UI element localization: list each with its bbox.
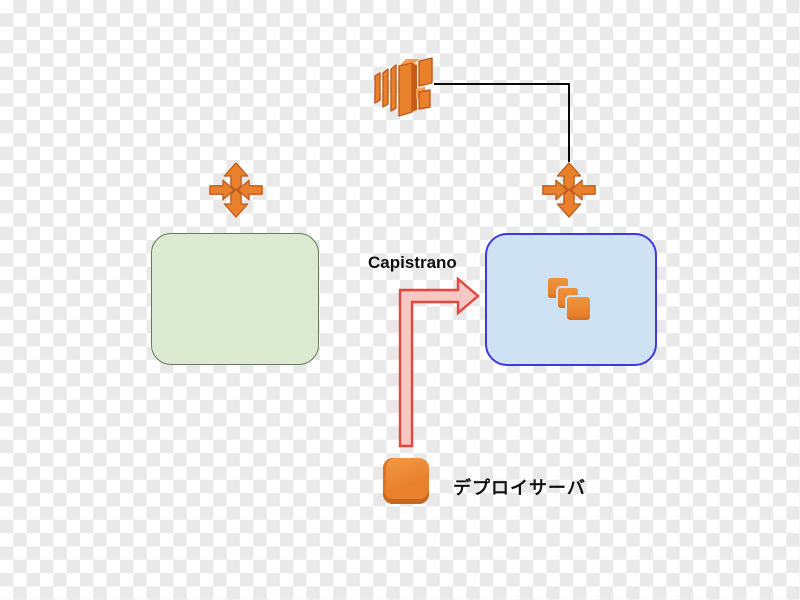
auto-scaling-right-icon — [542, 162, 596, 218]
lb-to-autoscaling-line — [434, 83, 570, 162]
load-balancer-icon — [374, 57, 433, 117]
capistrano-deploy-arrow — [398, 276, 480, 448]
auto-scaling-left-icon — [209, 162, 263, 218]
deploy-server-label: デプロイサーバ — [453, 478, 586, 498]
deploy-server-icon — [383, 458, 429, 504]
green-group-box — [151, 233, 319, 365]
ec2-instances-icon — [546, 276, 592, 322]
capistrano-label: Capistrano — [368, 253, 457, 272]
